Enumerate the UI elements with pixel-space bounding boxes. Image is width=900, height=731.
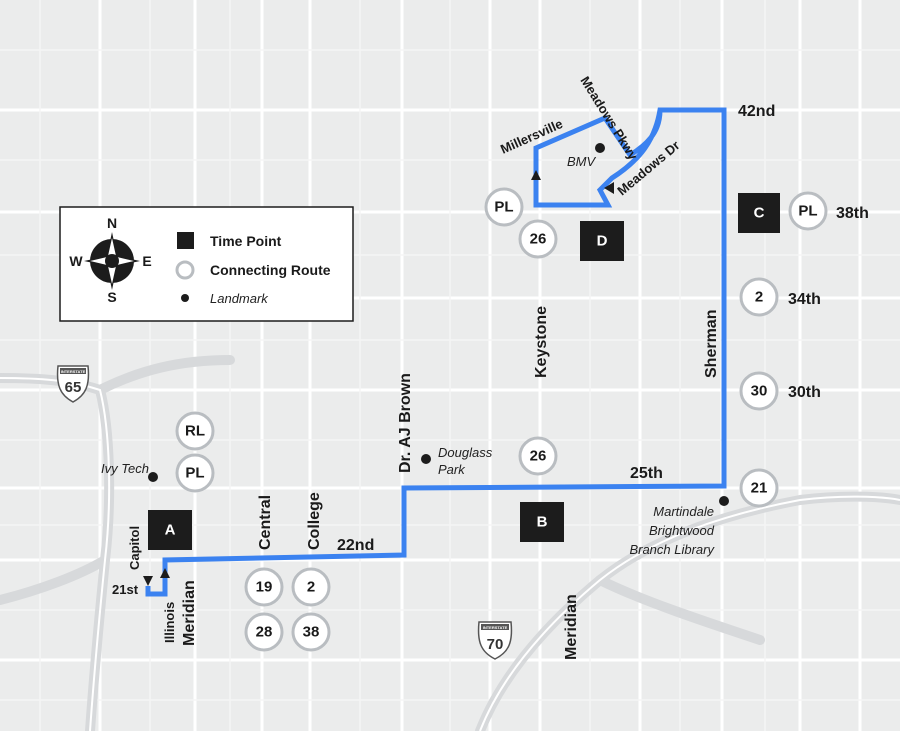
connecting-route-26-keystone-north: 26 bbox=[518, 219, 558, 259]
time-point-a: A bbox=[148, 510, 192, 550]
arrow-left-meadows bbox=[604, 182, 614, 194]
street-30th: 30th bbox=[788, 384, 821, 401]
street-38th: 38th bbox=[836, 205, 869, 222]
landmark-bmv: BMV bbox=[567, 154, 597, 169]
time-point-b-label: B bbox=[537, 514, 548, 531]
landmark-douglass-2: Park bbox=[438, 462, 466, 477]
connecting-route-pl-millersville: PL bbox=[484, 187, 524, 227]
street-meridian-north: Meridian bbox=[181, 580, 198, 646]
interstate-70-shield-icon: INTERSTATE 70 bbox=[477, 621, 513, 660]
route-label: 19 bbox=[256, 579, 273, 596]
street-college: College bbox=[306, 492, 323, 550]
street-sherman: Sherman bbox=[703, 310, 720, 378]
street-34th: 34th bbox=[788, 291, 821, 308]
route-label: 30 bbox=[751, 383, 768, 400]
street-25th: 25th bbox=[630, 465, 663, 482]
arrow-down-capitol bbox=[143, 576, 153, 586]
route-label: 26 bbox=[530, 231, 547, 248]
time-point-c: C bbox=[738, 193, 780, 233]
landmark-library-3: Branch Library bbox=[629, 542, 715, 557]
connecting-route-21-25th: 21 bbox=[739, 468, 779, 508]
time-point-a-label: A bbox=[165, 522, 176, 539]
route-label: PL bbox=[798, 203, 817, 220]
landmark-ivytech: Ivy Tech bbox=[101, 461, 149, 476]
bus-route-line bbox=[145, 107, 727, 597]
interstate-65-shield-icon: INTERSTATE 65 bbox=[56, 365, 90, 403]
landmark-library-2: Brightwood bbox=[649, 523, 715, 538]
compass-rose-icon bbox=[84, 232, 140, 290]
route-arrows bbox=[143, 170, 614, 586]
legend: N S W E Time Point Connecting Route Land… bbox=[59, 206, 354, 322]
landmark-bmv-dot bbox=[595, 143, 605, 153]
arrow-up-illinois bbox=[160, 568, 170, 578]
connecting-route-rl-ivytech: RL bbox=[175, 411, 215, 451]
time-point-d-label: D bbox=[597, 233, 608, 250]
compass-w: W bbox=[69, 253, 83, 269]
street-21st: 21st bbox=[112, 582, 139, 597]
legend-time-point: Time Point bbox=[210, 233, 282, 249]
connecting-route-legend-icon bbox=[175, 260, 195, 280]
street-keystone: Keystone bbox=[533, 306, 550, 378]
time-point-c-label: C bbox=[754, 205, 765, 222]
landmark-douglass-1: Douglass bbox=[438, 445, 493, 460]
i70-top: INTERSTATE bbox=[483, 625, 508, 630]
route-label: RL bbox=[185, 423, 205, 440]
landmark-library-1: Martindale bbox=[653, 504, 714, 519]
street-22nd: 22nd bbox=[337, 537, 374, 554]
route-label: 2 bbox=[307, 579, 315, 596]
street-meridian-south: Meridian bbox=[563, 594, 580, 660]
route-label: 38 bbox=[303, 624, 320, 641]
time-point-d: D bbox=[580, 221, 624, 261]
route-label: 2 bbox=[755, 289, 763, 306]
connecting-route-19-central: 19 bbox=[244, 567, 284, 607]
arrow-up-millersville bbox=[531, 170, 541, 180]
landmark-legend-icon bbox=[181, 294, 189, 302]
route-label: PL bbox=[185, 465, 204, 482]
route-label: PL bbox=[494, 199, 513, 216]
connecting-route-26-keystone-south: 26 bbox=[518, 436, 558, 476]
legend-landmark: Landmark bbox=[210, 291, 269, 306]
time-point-legend-icon bbox=[177, 232, 194, 249]
street-illinois: Illinois bbox=[162, 602, 177, 643]
connecting-route-pl-ivytech: PL bbox=[175, 453, 215, 493]
time-point-b: B bbox=[520, 502, 564, 542]
landmark-douglass-dot bbox=[421, 454, 431, 464]
street-capitol: Capitol bbox=[127, 526, 142, 570]
compass-e: E bbox=[142, 253, 151, 269]
connecting-route-2-college: 2 bbox=[291, 567, 331, 607]
street-dr-aj-brown: Dr. AJ Brown bbox=[397, 373, 414, 473]
landmark-ivytech-dot bbox=[148, 472, 158, 482]
street-42nd: 42nd bbox=[738, 103, 775, 120]
i70-number: 70 bbox=[487, 636, 504, 653]
route-label: 26 bbox=[530, 448, 547, 465]
route-label: 28 bbox=[256, 624, 273, 641]
i65-number: 65 bbox=[65, 379, 82, 396]
connecting-route-28-central: 28 bbox=[244, 612, 284, 652]
i65-top: INTERSTATE bbox=[61, 369, 86, 374]
connecting-route-38-college: 38 bbox=[291, 612, 331, 652]
connecting-route-2-34th: 2 bbox=[739, 277, 779, 317]
compass-s: S bbox=[107, 289, 116, 305]
street-central: Central bbox=[257, 495, 274, 550]
legend-connecting-route: Connecting Route bbox=[210, 262, 331, 278]
route-label: 21 bbox=[751, 480, 768, 497]
landmark-library-dot bbox=[719, 496, 729, 506]
connecting-route-pl-38th: PL bbox=[788, 191, 828, 231]
compass-n: N bbox=[107, 215, 117, 231]
connecting-route-30-30th: 30 bbox=[739, 371, 779, 411]
